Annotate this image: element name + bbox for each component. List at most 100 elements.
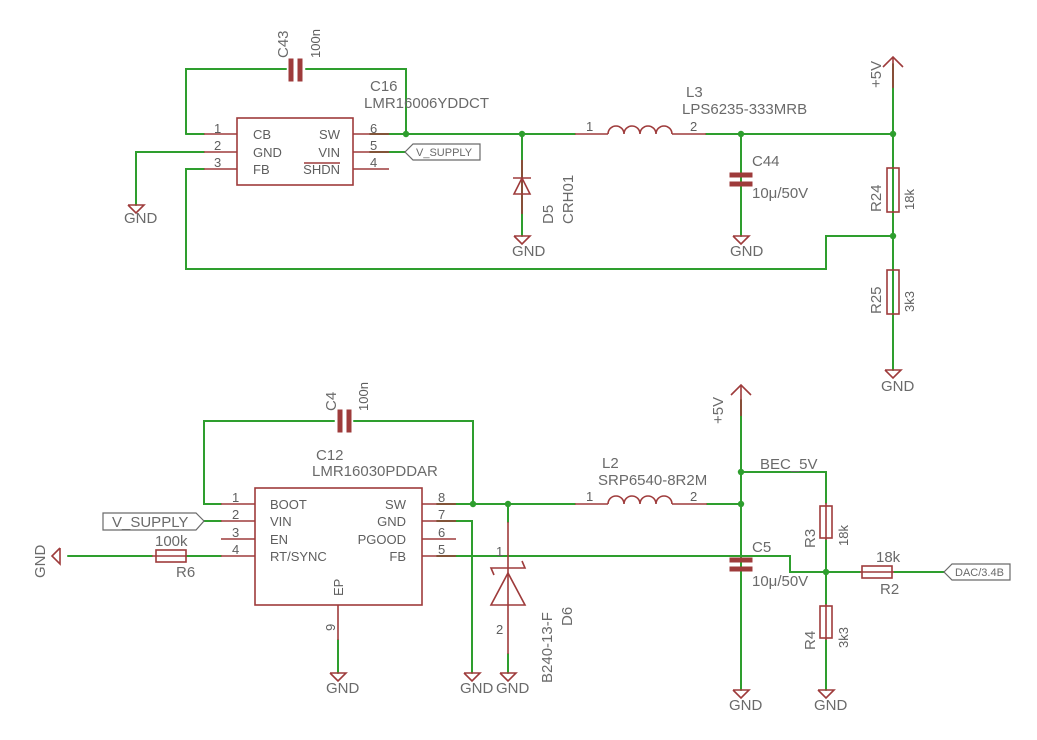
cap-ref: C5 bbox=[752, 539, 771, 556]
ground-icon bbox=[513, 235, 532, 246]
inductor-pin: 2 bbox=[690, 489, 697, 504]
junction bbox=[469, 500, 477, 508]
wire-c4-sw bbox=[353, 420, 474, 505]
capacitor-c44[interactable] bbox=[729, 172, 753, 187]
diode-d5[interactable] bbox=[512, 160, 532, 214]
pin-number: 1 bbox=[214, 121, 221, 136]
diode-ref: D6 bbox=[559, 607, 576, 626]
junction bbox=[822, 568, 830, 576]
diode-pin: 1 bbox=[496, 544, 503, 559]
ground-icon bbox=[732, 235, 751, 246]
ground-icon bbox=[329, 672, 348, 683]
cap-value: 100n bbox=[308, 29, 323, 58]
resistor-ref: R2 bbox=[880, 581, 899, 598]
supply-label: +5V bbox=[710, 397, 727, 424]
ic-pin-label: FB bbox=[253, 162, 270, 177]
cap-value: 10μ/50V bbox=[752, 185, 808, 202]
resistor-ref: R25 bbox=[868, 286, 885, 314]
ground-icon bbox=[884, 369, 903, 380]
ground-label: GND bbox=[512, 243, 546, 260]
ground-label: GND bbox=[729, 697, 763, 714]
net-label: DAC/3.4B bbox=[955, 567, 1004, 579]
inductor-pin: 1 bbox=[586, 119, 593, 134]
wire-bec5v bbox=[740, 471, 827, 504]
diode-pin: 2 bbox=[496, 622, 503, 637]
resistor-r4[interactable] bbox=[819, 604, 833, 640]
supply-symbol bbox=[730, 383, 752, 416]
inductor-pin: 2 bbox=[690, 119, 697, 134]
ic-pin-label: SW bbox=[385, 497, 407, 512]
ic-pin-label: PGOOD bbox=[358, 532, 406, 547]
ic-lmr16006[interactable]: CB GND FB SW VIN SHDN 1 2 3 6 5 4 bbox=[204, 117, 389, 186]
ground-label: GND bbox=[730, 243, 764, 260]
junction bbox=[402, 130, 410, 138]
capacitor-c5[interactable] bbox=[729, 557, 753, 572]
wire-gnd-pin bbox=[135, 151, 205, 206]
cap-ref: C4 bbox=[323, 392, 340, 411]
inductor-ref: L2 bbox=[602, 455, 619, 472]
resistor-value: 18k bbox=[876, 549, 901, 566]
inductor-pin: 1 bbox=[586, 489, 593, 504]
ground-label: GND bbox=[881, 378, 915, 395]
ic-pin-label: RT/SYNC bbox=[270, 549, 327, 564]
ground-icon bbox=[127, 204, 146, 215]
inductor-value: LPS6235-333MRB bbox=[682, 101, 807, 118]
resistor-value: 18k bbox=[836, 525, 851, 546]
pin-number: 4 bbox=[370, 155, 377, 170]
pin-number: 5 bbox=[438, 542, 445, 557]
resistor-r3[interactable] bbox=[819, 503, 833, 540]
pin-number: 6 bbox=[370, 121, 377, 136]
ground-label: GND bbox=[326, 680, 360, 697]
pin-number: 4 bbox=[232, 542, 239, 557]
pin-number: 7 bbox=[438, 507, 445, 522]
supply-symbol bbox=[882, 55, 904, 88]
capacitor-c4[interactable] bbox=[337, 409, 352, 433]
junction bbox=[737, 500, 745, 508]
resistor-value: 3k3 bbox=[836, 627, 851, 648]
ic-pin-label: BOOT bbox=[270, 497, 307, 512]
wire-feedback bbox=[185, 168, 894, 270]
ground-icon bbox=[50, 547, 61, 566]
ic-pin-label: SW bbox=[319, 127, 341, 142]
supply-label: +5V bbox=[868, 61, 885, 88]
diode-value: B240-13-F bbox=[539, 612, 556, 683]
resistor-r2[interactable] bbox=[860, 565, 894, 579]
top-circuit: CB GND FB SW VIN SHDN 1 2 3 6 5 4 C16 LM… bbox=[124, 29, 917, 395]
ic-pin-label: CB bbox=[253, 127, 271, 142]
ic-pin-label: VIN bbox=[270, 514, 292, 529]
resistor-r6[interactable] bbox=[152, 549, 187, 563]
diode-ref: D5 bbox=[540, 205, 557, 224]
wire-fb bbox=[436, 555, 827, 573]
wire-cb-c43 bbox=[185, 68, 287, 135]
inductor-l3[interactable] bbox=[575, 125, 706, 135]
cap-ref: C44 bbox=[752, 153, 780, 170]
ground-label: GND bbox=[124, 210, 158, 227]
ic-pin-label: GND bbox=[253, 145, 282, 160]
inductor-value: SRP6540-8R2M bbox=[598, 472, 707, 489]
pin-number: 9 bbox=[323, 624, 338, 631]
ic-lmr16030[interactable]: BOOT VIN EN RT/SYNC SW GND PGOOD FB EP 1… bbox=[221, 487, 456, 640]
pin-number: 2 bbox=[232, 507, 239, 522]
net-label: V_SUPPLY bbox=[416, 147, 473, 159]
resistor-ref: R3 bbox=[802, 529, 819, 548]
net-label-box bbox=[404, 143, 481, 161]
ground-label: GND bbox=[460, 680, 494, 697]
resistor-value: 18k bbox=[902, 189, 917, 210]
pin-number: 3 bbox=[232, 525, 239, 540]
ic-ref: C12 bbox=[316, 447, 344, 464]
cap-value: 100n bbox=[356, 382, 371, 411]
junction bbox=[889, 232, 897, 240]
pin-number: 2 bbox=[214, 138, 221, 153]
junction bbox=[737, 130, 745, 138]
ic-value: LMR16006YDDCT bbox=[364, 95, 489, 112]
capacitor-c43[interactable] bbox=[288, 58, 303, 82]
resistor-r24[interactable] bbox=[886, 167, 900, 213]
pin-number: 8 bbox=[438, 490, 445, 505]
diode-d6[interactable] bbox=[489, 522, 527, 654]
inductor-l2[interactable] bbox=[575, 495, 707, 505]
resistor-r25[interactable] bbox=[886, 269, 900, 315]
net-label: V_SUPPLY bbox=[112, 514, 188, 531]
bottom-circuit: BOOT VIN EN RT/SYNC SW GND PGOOD FB EP 1… bbox=[32, 382, 1011, 714]
cap-ref: C43 bbox=[275, 30, 292, 58]
